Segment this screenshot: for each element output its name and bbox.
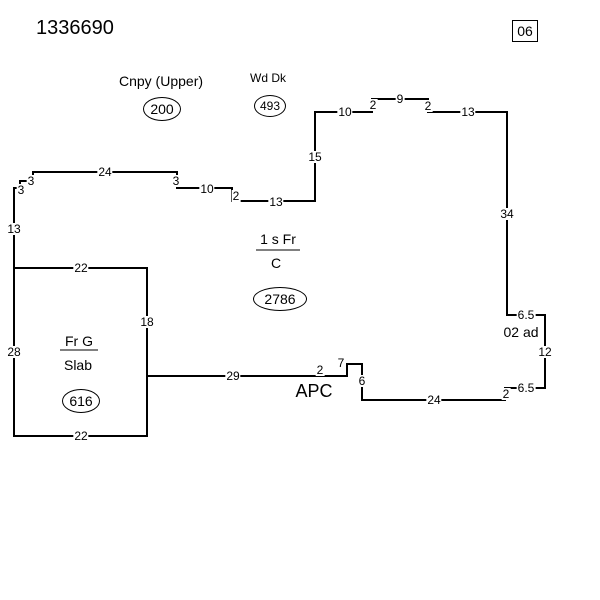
dimension-label: 10: [199, 182, 215, 196]
area-label-garage-top: Fr G: [65, 333, 93, 349]
dimension-label: 3: [171, 174, 181, 188]
dimension-label: 13: [460, 105, 476, 119]
dimension-label: 3: [26, 174, 36, 188]
dimension-label: 24: [97, 165, 113, 179]
dimension-label: 22: [73, 261, 89, 275]
dimension-label: 12: [537, 345, 553, 359]
dimension-label: 34: [499, 207, 515, 221]
area-size-garage: 616: [62, 389, 100, 413]
dimension-label: 13: [6, 222, 22, 236]
dimension-label: 9: [395, 92, 405, 106]
area-size-canopy: 200: [143, 97, 181, 121]
area-label-main-top: 1 s Fr: [260, 231, 296, 247]
dimension-label: 6.5: [516, 381, 536, 395]
area-label-apc: APC: [295, 381, 333, 401]
dimension-label: 22: [73, 429, 89, 443]
area-label-canopy: Cnpy (Upper): [118, 73, 204, 89]
page-badge: 06: [512, 20, 538, 42]
dimension-label: 7: [336, 356, 346, 370]
dimension-label: 2: [501, 387, 511, 401]
area-label-deck: Wd Dk: [250, 71, 286, 85]
dimension-label: 10: [337, 105, 353, 119]
dimension-label: 2: [231, 189, 241, 203]
area-label-main-bottom: C: [270, 255, 282, 271]
dimension-label: 13: [268, 195, 284, 209]
area-label-addition: 02 ad: [503, 324, 539, 340]
dimension-label: 3: [16, 183, 26, 197]
area-size-main: 2786: [253, 287, 307, 311]
area-size-deck: 493: [254, 95, 286, 117]
area-label-garage-bottom: Slab: [63, 357, 93, 373]
parcel-id: 1336690: [36, 17, 114, 39]
dimension-label: 2: [315, 363, 325, 377]
dimension-label: 18: [139, 315, 155, 329]
dimension-label: 28: [6, 345, 22, 359]
dimension-label: 2: [423, 99, 433, 113]
dimension-label: 15: [307, 150, 323, 164]
dimension-label: 6: [357, 374, 367, 388]
dimension-label: 2: [368, 98, 378, 112]
dimension-label: 29: [225, 369, 241, 383]
dimension-label: 6.5: [516, 308, 536, 322]
dimension-label: 24: [426, 393, 442, 407]
